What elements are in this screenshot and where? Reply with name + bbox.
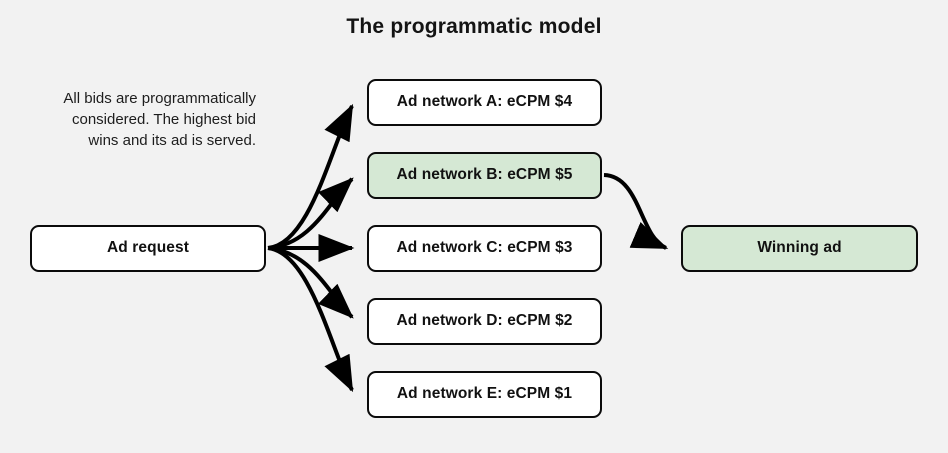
arrow-request-to-network-b xyxy=(267,177,354,250)
node-ad-network-e[interactable]: Ad network E: eCPM $1 xyxy=(367,371,602,418)
arrow-network-b-to-winning-ad xyxy=(603,173,669,250)
explanation-line-3: wins and its ad is served. xyxy=(88,132,256,149)
explanation-line-2: considered. The highest bid xyxy=(71,111,256,128)
node-ad-network-a[interactable]: Ad network A: eCPM $4 xyxy=(367,79,602,126)
node-ad-request[interactable]: Ad request xyxy=(30,225,266,272)
node-ad-network-a-label: Ad network A: eCPM $4 xyxy=(396,93,573,111)
node-ad-network-b-label: Ad network B: eCPM $5 xyxy=(396,166,573,184)
node-ad-network-d-label: Ad network D: eCPM $2 xyxy=(396,312,573,330)
node-ad-network-c[interactable]: Ad network C: eCPM $3 xyxy=(367,225,602,272)
explanation-text: All bids are programmatically considered… xyxy=(8,88,256,151)
node-ad-network-e-label: Ad network E: eCPM $1 xyxy=(396,385,573,403)
page-title: The programmatic model xyxy=(346,15,602,38)
explanation-line-1: All bids are programmatically xyxy=(63,90,256,107)
arrow-request-to-network-a xyxy=(267,103,354,250)
arrow-request-to-network-d xyxy=(267,246,354,319)
node-ad-network-c-label: Ad network C: eCPM $3 xyxy=(396,239,573,257)
node-winning-ad-label: Winning ad xyxy=(757,239,842,257)
node-ad-network-d[interactable]: Ad network D: eCPM $2 xyxy=(367,298,602,345)
node-winning-ad[interactable]: Winning ad xyxy=(681,225,918,272)
node-ad-request-label: Ad request xyxy=(107,239,189,257)
node-ad-network-b[interactable]: Ad network B: eCPM $5 xyxy=(367,152,602,199)
arrow-request-to-network-e xyxy=(267,246,354,393)
